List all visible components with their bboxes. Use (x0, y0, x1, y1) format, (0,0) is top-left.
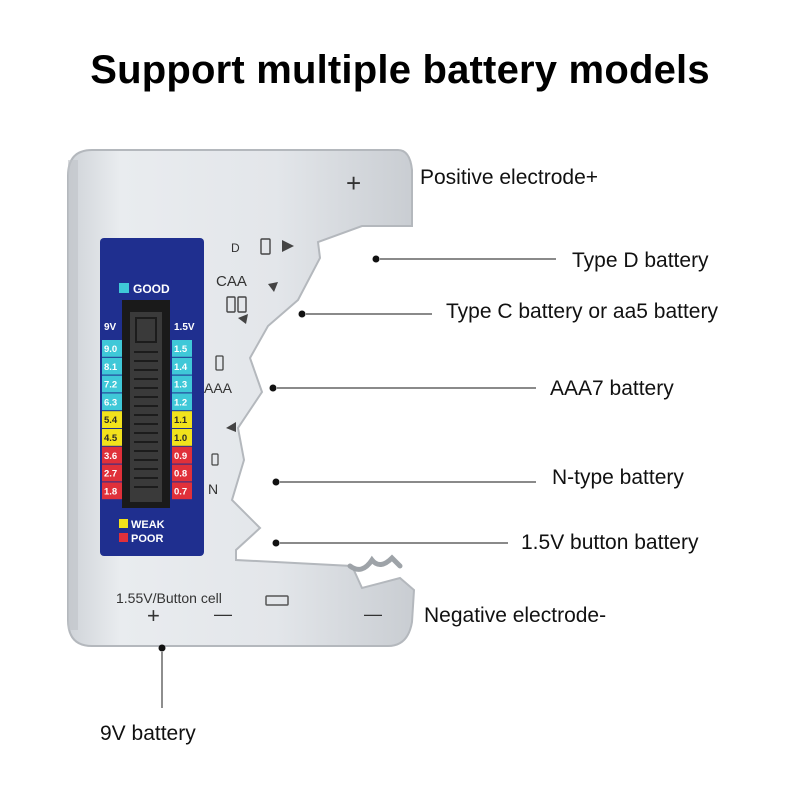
scale-right-segment (172, 446, 192, 464)
leader-aaa (269, 384, 536, 392)
scale-left-segment (102, 393, 122, 411)
scale-right-value: 1.3 (174, 380, 187, 391)
negative-minus-sign: — (364, 604, 382, 624)
label-button: 1.5V button battery (521, 531, 699, 554)
nine-v-connector-icon (265, 595, 289, 606)
leader-button (272, 539, 508, 547)
scale-left-value: 2.7 (104, 469, 117, 480)
leader-nine-v (158, 644, 166, 708)
label-type-d: Type D battery (572, 249, 709, 272)
scale-left-value: 9.0 (104, 344, 117, 355)
scale-left-segment (102, 446, 122, 464)
label-n-type: N-type battery (552, 466, 684, 489)
label-aaa: AAA7 battery (550, 377, 674, 400)
label-negative-electrode: Negative electrode- (424, 604, 607, 627)
negative-spring-contact (347, 554, 403, 572)
scale-right-value: 1.1 (174, 415, 188, 426)
nine-v-minus-sign: — (214, 604, 232, 624)
scale-right-segment (172, 482, 192, 500)
battery-d-icon (260, 238, 271, 255)
arrow-caa2-icon (238, 314, 248, 324)
button-cell-label: 1.55V/Button cell (116, 590, 222, 606)
scale-left-segment (102, 375, 122, 393)
scale-right-value: 0.8 (174, 469, 187, 480)
label-positive-electrode: Positive electrode+ (420, 166, 599, 189)
scale-right-value: 0.9 (174, 451, 187, 462)
label-type-c: Type C battery or aa5 battery (446, 300, 718, 323)
battery-c-icon (226, 296, 236, 313)
meter-header: GOOD 9V 1.5V (104, 282, 195, 333)
scale-right-segment (172, 393, 192, 411)
battery-aa-icon (237, 296, 247, 313)
scale-right-segment (172, 340, 192, 357)
slot-label-caa: CAA (216, 273, 247, 290)
poor-legend-label: POOR (131, 533, 163, 545)
scale-header-1-5v: 1.5V (174, 322, 195, 333)
slot-label-d: D (231, 241, 240, 255)
weak-legend-label: WEAK (131, 519, 165, 531)
scale-left: 9.0 8.1 7.2 6.3 5.4 4.5 3.6 2.7 1.8 (102, 340, 122, 500)
scale-left-value: 8.1 (104, 362, 118, 373)
scale-right-value: 1.2 (174, 397, 187, 408)
slot-label-n: N (208, 481, 218, 497)
scale-left-value: 5.4 (104, 415, 118, 426)
scale-left-segment (102, 340, 122, 357)
scale-right-segment (172, 464, 192, 482)
positive-plus-sign: + (346, 168, 361, 198)
leader-type-c (298, 310, 432, 318)
needle-cap (135, 317, 157, 343)
scale-left-segment (102, 482, 122, 500)
scale-left-segment (102, 429, 122, 446)
scale-right-value: 1.0 (174, 433, 187, 444)
arrow-caa-icon (268, 282, 278, 292)
scale-right-value: 1.4 (174, 362, 188, 373)
page-title: Support multiple battery models (90, 48, 710, 92)
scale-left-value: 3.6 (104, 451, 117, 462)
leader-type-d (372, 255, 556, 263)
poor-legend-swatch (119, 533, 128, 542)
arrow-d-icon (282, 240, 294, 252)
scale-left-value: 6.3 (104, 397, 117, 408)
weak-legend-swatch (119, 519, 128, 528)
slot-label-aaa: AAA (204, 380, 233, 396)
battery-aaa-icon (215, 355, 224, 371)
leader-n-type (272, 478, 536, 486)
scale-right-segment (172, 429, 192, 446)
scale-left-value: 7.2 (104, 380, 117, 391)
nine-v-plus-sign: + (147, 603, 160, 628)
battery-n-icon (211, 453, 219, 466)
scale-right-segment (172, 411, 192, 428)
good-legend-swatch (119, 283, 129, 293)
scale-left-segment (102, 411, 122, 428)
device-edge-shadow (68, 160, 78, 630)
scale-right-segment (172, 375, 192, 393)
scale-left-value: 4.5 (104, 433, 118, 444)
arrow-aaa-icon (226, 422, 236, 432)
label-nine-v: 9V battery (100, 722, 196, 745)
scale-right-value: 1.5 (174, 344, 188, 355)
scale-left-segment (102, 357, 122, 375)
scale-right: 1.5 1.4 1.3 1.2 1.1 1.0 0.9 0.8 0.7 (172, 340, 192, 500)
good-legend-label: GOOD (133, 282, 170, 296)
needle-ribs (134, 317, 158, 488)
scale-header-9v: 9V (104, 322, 117, 333)
scale-left-segment (102, 464, 122, 482)
scale-right-value: 0.7 (174, 486, 187, 497)
scale-left-value: 1.8 (104, 486, 117, 497)
scale-right-segment (172, 357, 192, 375)
